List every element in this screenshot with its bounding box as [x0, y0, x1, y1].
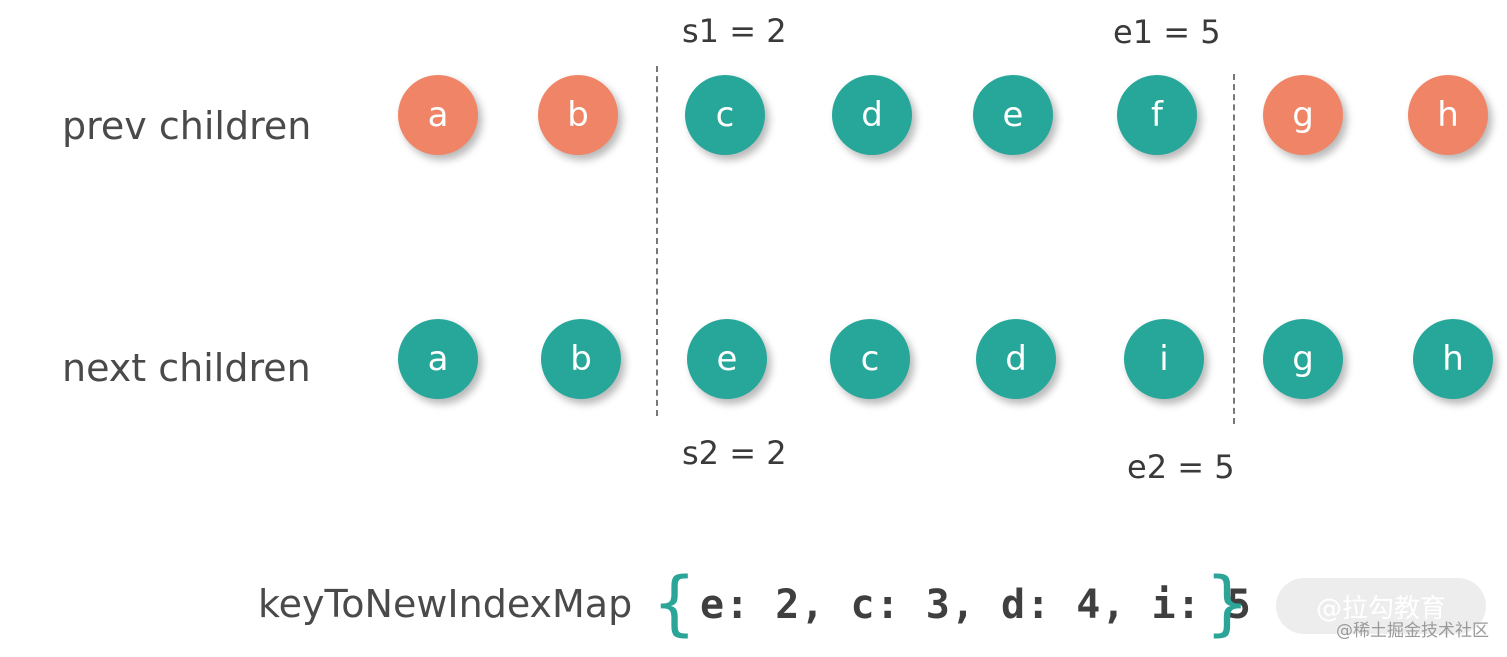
node-key: g — [1292, 339, 1314, 379]
node-key: a — [427, 339, 449, 379]
node-key: e — [1002, 95, 1024, 135]
prev-children-label: prev children — [62, 104, 312, 148]
node-key: d — [861, 95, 883, 135]
node-key: i — [1159, 339, 1169, 379]
next-children-label: next children — [62, 346, 311, 390]
node-key: f — [1151, 95, 1163, 135]
next-node-b: b — [541, 319, 621, 399]
node-key: a — [427, 95, 449, 135]
prev-node-a: a — [398, 75, 478, 155]
node-key: c — [860, 339, 880, 379]
next-node-e: e — [687, 319, 767, 399]
prev-node-h: h — [1408, 75, 1488, 155]
node-key: e — [716, 339, 738, 379]
prev-node-d: d — [832, 75, 912, 155]
map-content: e: 2, c: 3, d: 4, i: 5 — [700, 582, 1252, 628]
end-divider — [1233, 74, 1235, 424]
node-key: g — [1292, 95, 1314, 135]
s2-marker: s2 = 2 — [682, 434, 787, 472]
s1-marker: s1 = 2 — [682, 12, 787, 50]
prev-node-b: b — [538, 75, 618, 155]
node-key: d — [1005, 339, 1027, 379]
next-node-d: d — [976, 319, 1056, 399]
node-key: b — [567, 95, 589, 135]
node-key: c — [715, 95, 735, 135]
map-open-brace: { — [652, 562, 697, 644]
start-divider — [656, 66, 658, 416]
map-close-brace: } — [1205, 562, 1250, 644]
e1-marker: e1 = 5 — [1113, 13, 1221, 51]
node-key: h — [1442, 339, 1464, 379]
watermark-subtext: @稀土掘金技术社区 — [1336, 621, 1489, 641]
next-node-c: c — [830, 319, 910, 399]
map-label: keyToNewIndexMap — [258, 582, 633, 626]
next-node-a: a — [398, 319, 478, 399]
prev-node-c: c — [685, 75, 765, 155]
prev-node-e: e — [973, 75, 1053, 155]
e2-marker: e2 = 5 — [1127, 448, 1235, 486]
next-node-h: h — [1413, 319, 1493, 399]
watermark-text: @拉勾教育 — [1315, 593, 1446, 624]
prev-node-g: g — [1263, 75, 1343, 155]
next-node-i: i — [1124, 319, 1204, 399]
node-key: h — [1437, 95, 1459, 135]
next-node-g: g — [1263, 319, 1343, 399]
watermark-badge: @拉勾教育 — [1276, 578, 1486, 634]
node-key: b — [570, 339, 592, 379]
prev-node-f: f — [1117, 75, 1197, 155]
